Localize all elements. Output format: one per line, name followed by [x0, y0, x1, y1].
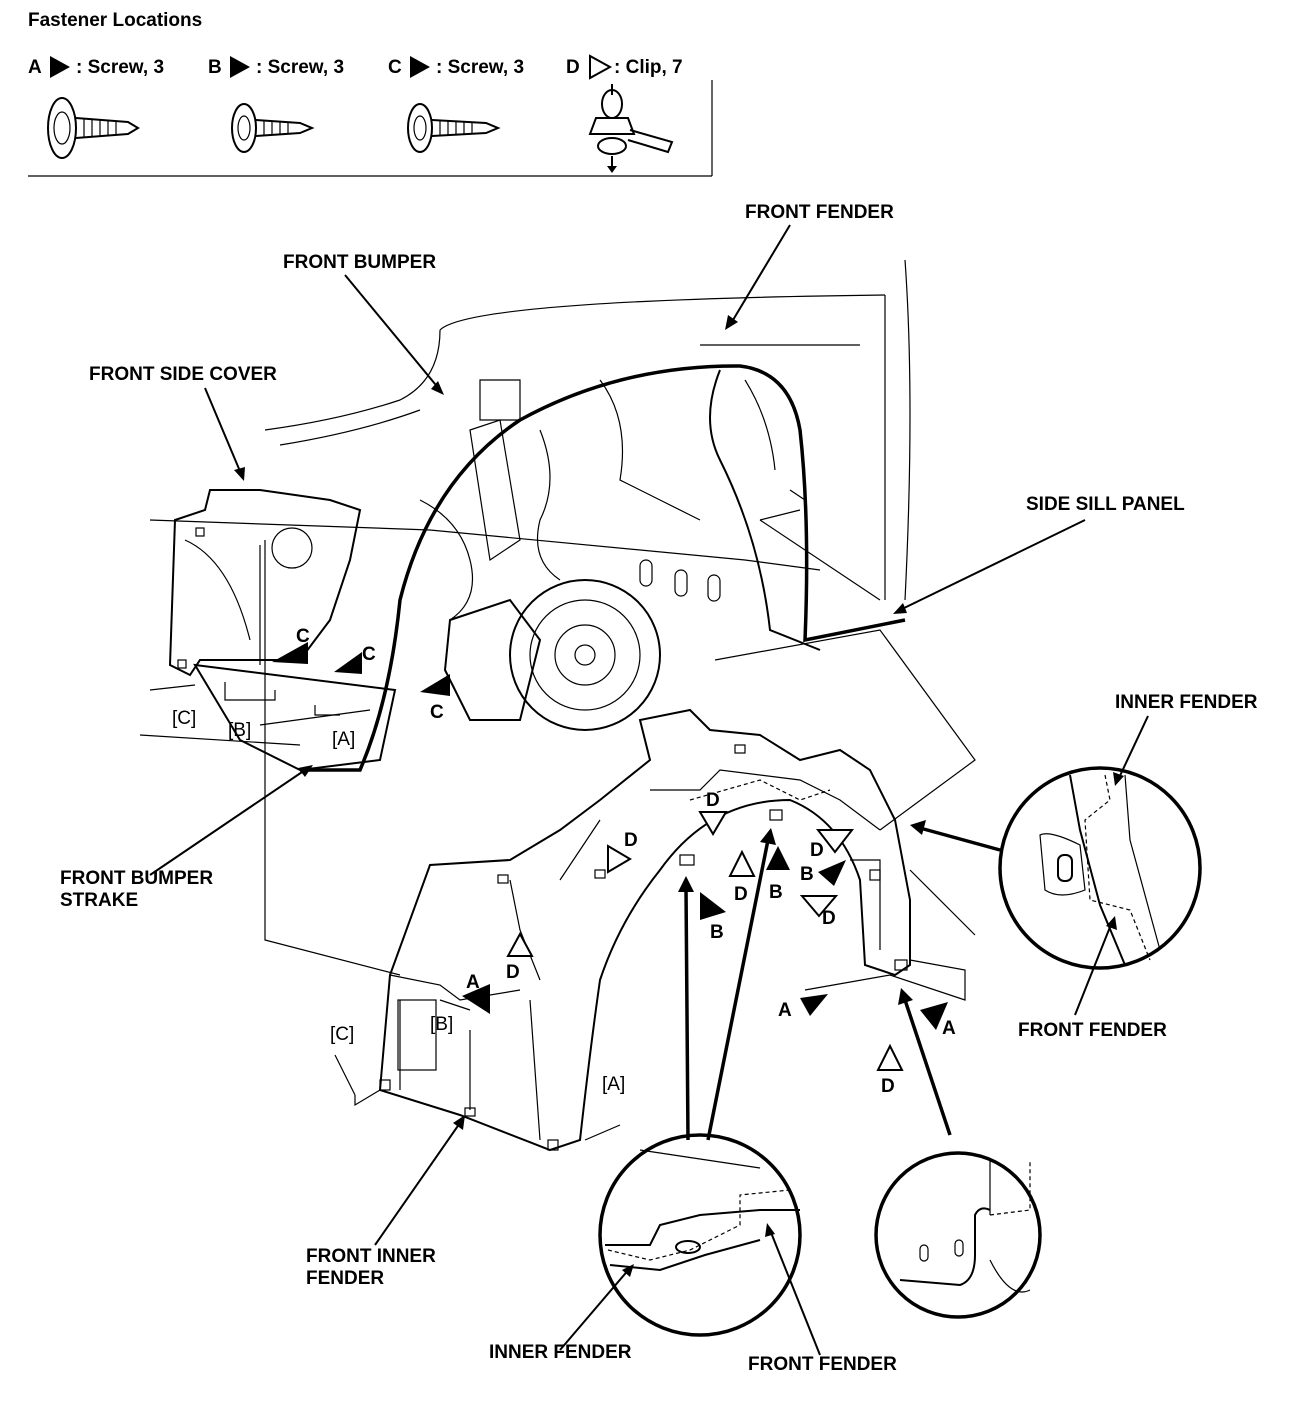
marker-d: D: [706, 790, 720, 811]
legend-text-d: : Clip, 7: [614, 57, 683, 78]
label-front-bumper-strake-line1: FRONT BUMPER: [60, 868, 213, 889]
open-triangle-icon: [815, 829, 855, 854]
label-front-side-cover: FRONT SIDE COVER: [89, 364, 277, 385]
marker-b: B: [769, 882, 783, 903]
filled-triangle-icon: [410, 56, 430, 78]
marker-d: D: [734, 884, 748, 905]
legend-letter-a: A: [28, 57, 42, 78]
detail-circle-bottom-right: [874, 1151, 1042, 1319]
filled-triangle-icon: [818, 860, 846, 886]
marker-a: A: [466, 972, 480, 993]
marker-a: A: [942, 1018, 956, 1039]
legend-letter-d: D: [566, 57, 580, 78]
detail-circle-bottom-left: [598, 1133, 802, 1337]
bracket-a: [A]: [332, 729, 355, 750]
open-triangle-icon: [607, 844, 632, 874]
filled-triangle-icon: [800, 994, 828, 1016]
marker-c: C: [362, 644, 376, 665]
filled-triangle-icon: [420, 674, 450, 696]
marker-b: B: [800, 864, 814, 885]
filled-triangle-icon: [766, 846, 790, 870]
filled-triangle-icon: [230, 56, 250, 78]
marker-d: D: [810, 840, 824, 861]
filled-triangle-icon: [50, 56, 70, 78]
label-inner-fender: INNER FENDER: [1115, 692, 1258, 713]
legend-letter-c: C: [388, 57, 402, 78]
fastener-legend: Fastener Locations A : Screw, 3 B : Scre…: [28, 10, 713, 177]
bracket-b: [B]: [228, 720, 251, 741]
part-labels: FRONT FENDER FRONT BUMPER FRONT SIDE COV…: [60, 202, 1258, 1375]
label-front-fender: FRONT FENDER: [745, 202, 894, 223]
label-front-fender-right: FRONT FENDER: [1018, 1020, 1167, 1041]
legend-text-b: : Screw, 3: [256, 57, 344, 78]
label-front-inner-fender-line1: FRONT INNER: [306, 1246, 436, 1267]
alignment-lines: [264, 519, 976, 1141]
filled-triangle-icon: [700, 892, 726, 920]
vehicle-body: [139, 259, 911, 746]
marker-d: D: [881, 1076, 895, 1097]
screw-a-icon: [47, 97, 140, 159]
legend-letter-b: B: [208, 57, 222, 78]
bracket-c: [C]: [172, 708, 196, 729]
label-side-sill-panel: SIDE SILL PANEL: [1026, 494, 1185, 515]
front-inner-fender: [378, 708, 911, 1152]
suspension-brake-assembly: [419, 379, 721, 731]
front-bumper-strake: [193, 663, 397, 772]
open-triangle-icon: [506, 931, 534, 957]
legend-text-a: : Screw, 3: [76, 57, 164, 78]
label-front-bumper: FRONT BUMPER: [283, 252, 436, 273]
fastener-markers: C C C [C] [B] [A] D D D D D D D B B B A: [172, 626, 956, 1097]
open-triangle-icon: [728, 849, 756, 877]
filled-triangle-icon: [920, 1002, 948, 1030]
label-front-fender-bottom: FRONT FENDER: [748, 1354, 897, 1375]
marker-d: D: [822, 908, 836, 929]
label-front-inner-fender-line2: FENDER: [306, 1268, 384, 1289]
marker-c: C: [296, 626, 310, 647]
marker-c: C: [430, 702, 444, 723]
marker-b: B: [710, 922, 724, 943]
bracket-b: [B]: [430, 1014, 453, 1035]
screw-c-icon: [407, 103, 501, 153]
label-inner-fender-bottom: INNER FENDER: [489, 1342, 632, 1363]
fender-liner-edge: [709, 369, 821, 651]
legend-text-c: : Screw, 3: [436, 57, 524, 78]
marker-d: D: [624, 830, 638, 851]
label-front-bumper-strake-line2: STRAKE: [60, 890, 138, 911]
front-fender-arch: [300, 364, 906, 772]
filled-triangle-icon: [272, 642, 308, 664]
filled-triangle-icon: [462, 984, 490, 1014]
open-triangle-icon: [589, 54, 613, 80]
clip-d-icon: [588, 84, 674, 173]
open-triangle-icon: [876, 1043, 904, 1071]
detail-circle-right: [998, 766, 1202, 970]
bracket-a: [A]: [602, 1074, 625, 1095]
open-triangle-icon: [799, 895, 839, 918]
open-triangle-icon: [698, 811, 728, 836]
marker-d: D: [506, 962, 520, 983]
legend-title: Fastener Locations: [28, 10, 202, 31]
front-side-cover: [168, 489, 362, 677]
filled-triangle-icon: [334, 652, 362, 674]
screw-b-icon: [231, 103, 315, 153]
marker-a: A: [778, 1000, 792, 1021]
leader-arrows: [149, 224, 1149, 1356]
bracket-c: [C]: [330, 1024, 354, 1045]
